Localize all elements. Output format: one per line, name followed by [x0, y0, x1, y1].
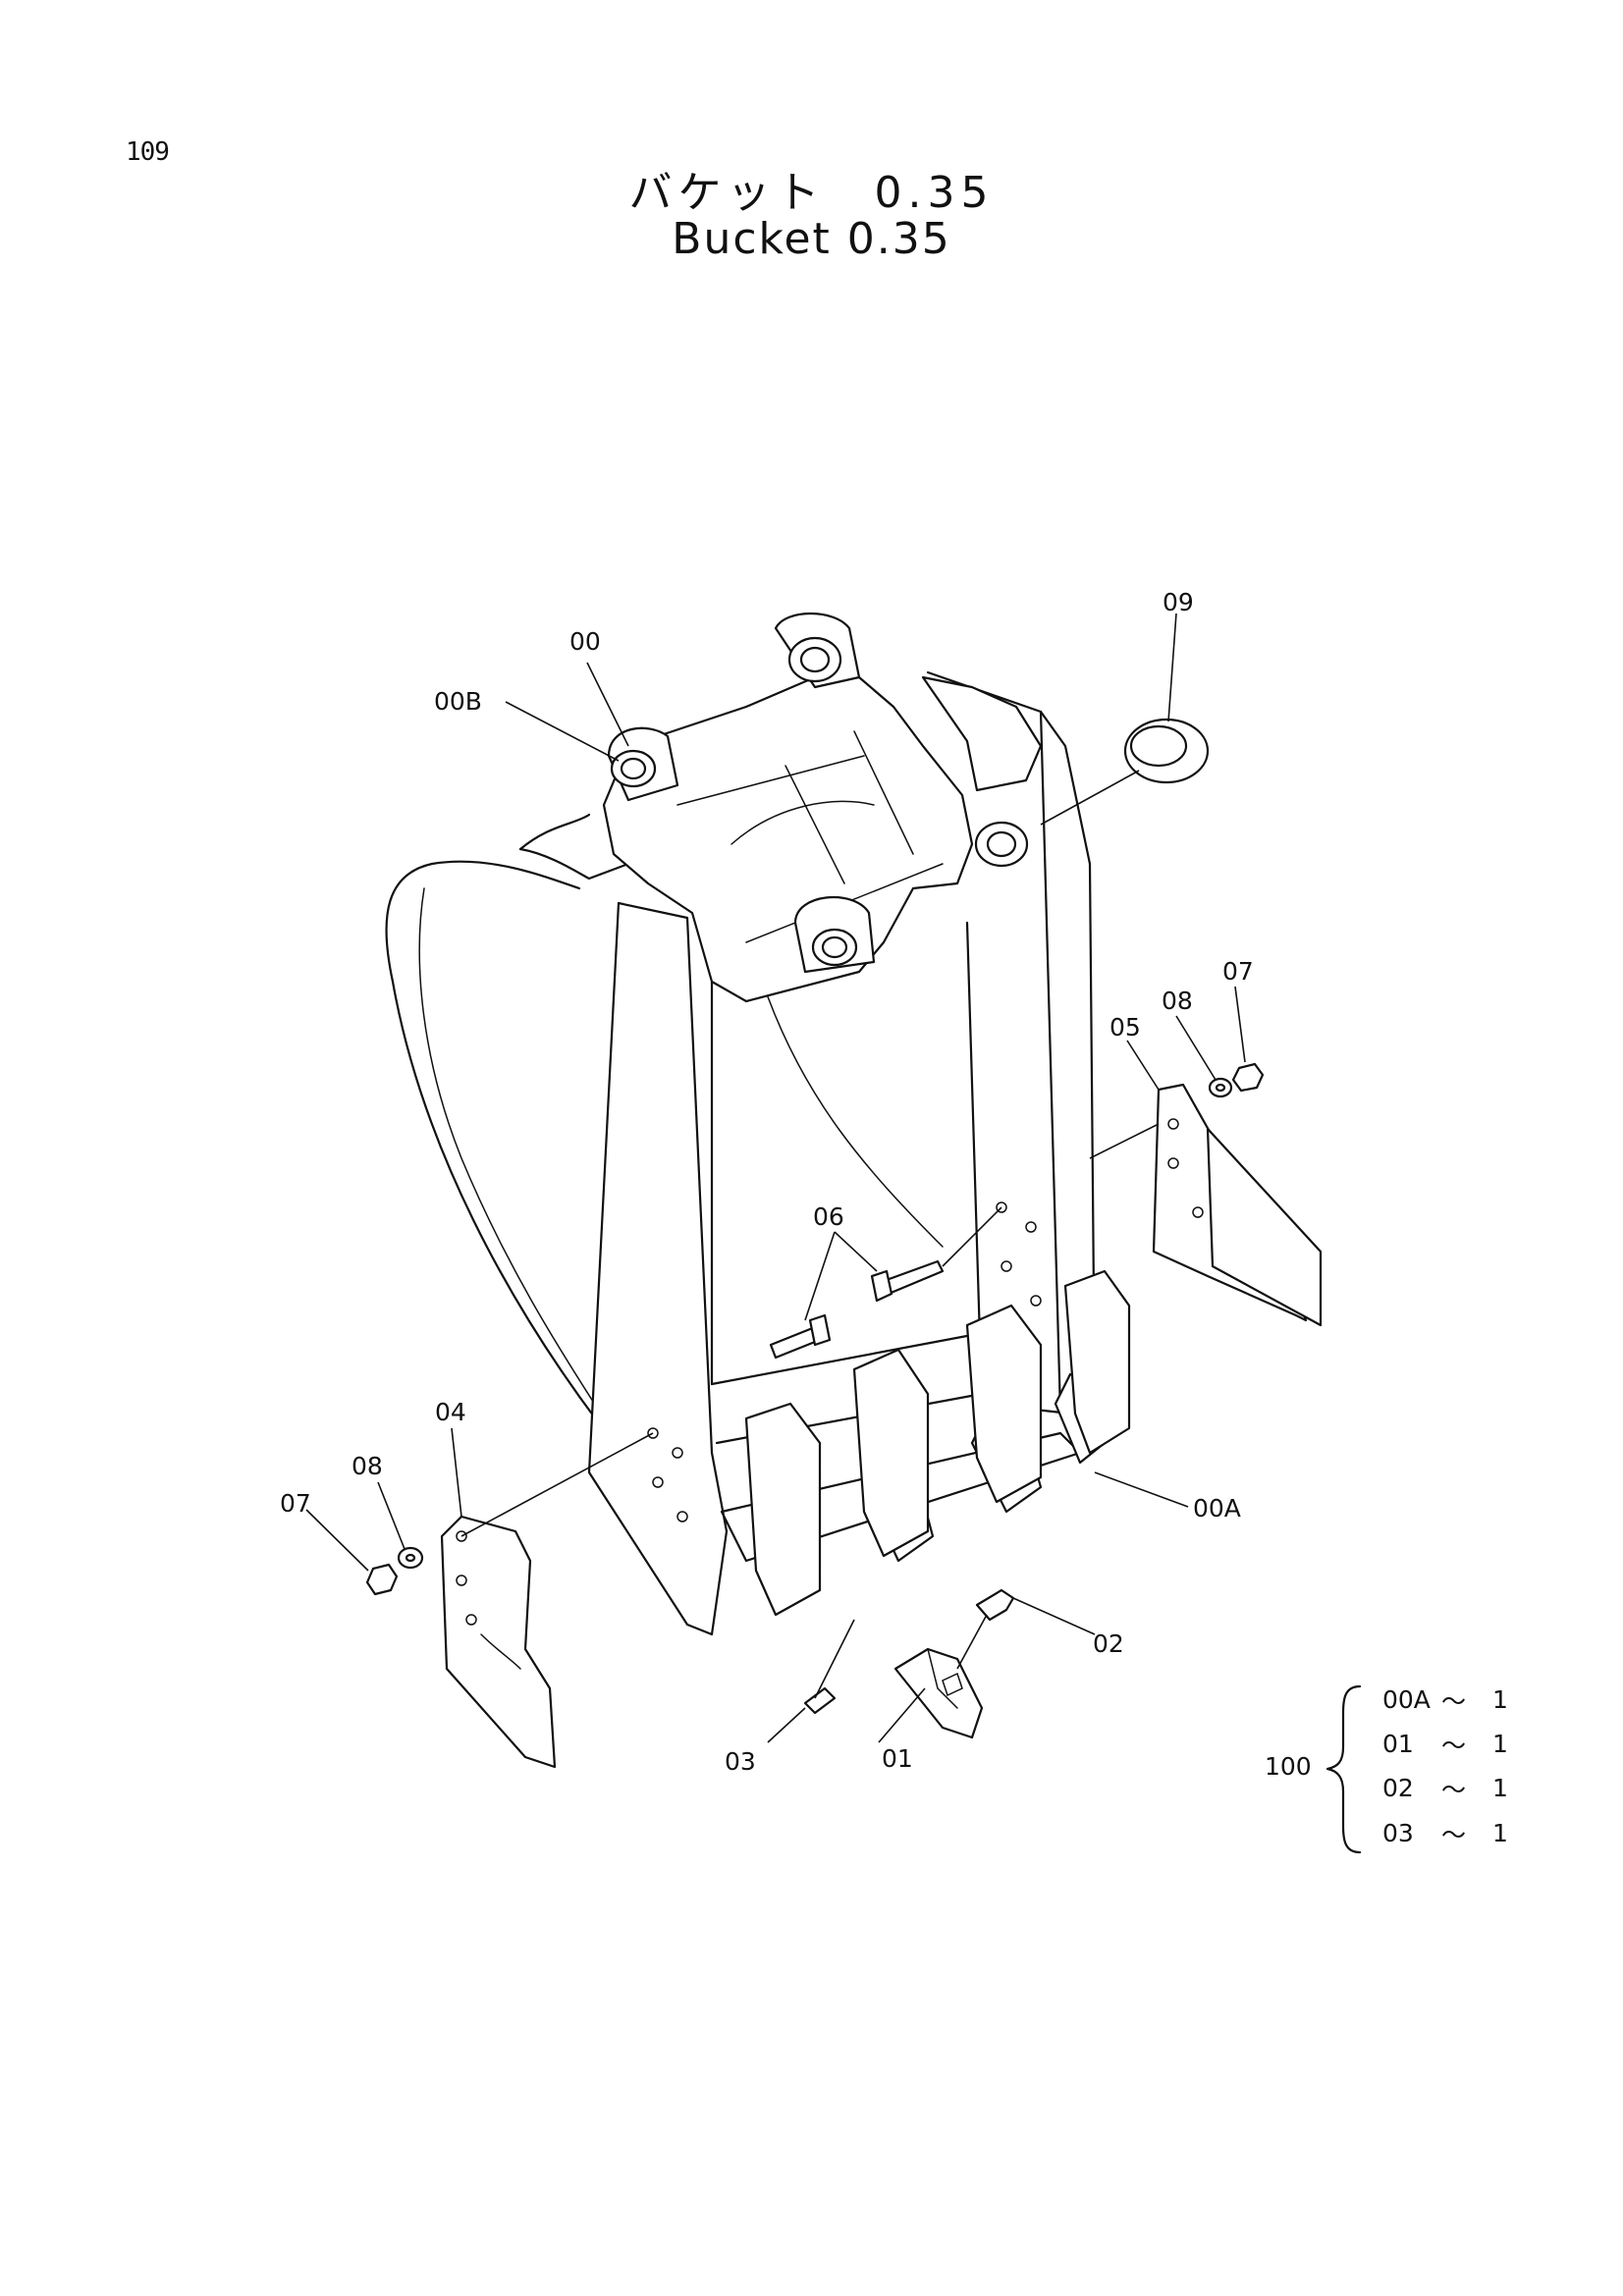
part-07-nut-left	[365, 1563, 399, 1596]
part-03-lock	[803, 1686, 837, 1715]
kit-brace	[1325, 1684, 1362, 1854]
callout-00B: 00B	[434, 687, 482, 716]
kit-item-part: 02	[1382, 1774, 1414, 1802]
part-05-side-cutter-right	[1152, 1083, 1323, 1327]
callout-01: 01	[882, 1744, 913, 1773]
kit-item-part: 03	[1382, 1819, 1414, 1847]
callout-00A: 00A	[1193, 1494, 1241, 1522]
part-07-nut-right	[1231, 1062, 1265, 1093]
callout-02: 02	[1093, 1629, 1124, 1658]
part-09-seal-ring	[1123, 718, 1210, 784]
part-08-washer-left	[397, 1546, 424, 1570]
part-08-washer-right	[1208, 1077, 1233, 1098]
kit-item-qty: 1	[1492, 1730, 1508, 1758]
part-02-pin	[975, 1588, 1015, 1622]
kit-item-qty: 1	[1492, 1774, 1508, 1802]
page-title-english: Bucket 0.35	[672, 214, 951, 264]
kit-item-part: 00A	[1382, 1685, 1431, 1714]
page-number: 109	[126, 137, 170, 167]
part-06-bolts	[769, 1259, 945, 1360]
kit-reference: 100 00A 〜 1 01 〜 1 02 〜 1 03 〜 1	[1265, 1684, 1508, 1854]
callout-07-right: 07	[1222, 957, 1254, 986]
callout-08-right: 08	[1162, 987, 1193, 1015]
kit-item-sep: 〜	[1441, 1776, 1466, 1804]
part-04-side-cutter-left	[440, 1515, 557, 1769]
kit-item-qty: 1	[1492, 1685, 1508, 1714]
kit-number: 100	[1265, 1752, 1312, 1781]
kit-item-sep: 〜	[1441, 1821, 1466, 1849]
callout-04: 04	[435, 1398, 466, 1426]
kit-item-sep: 〜	[1441, 1732, 1466, 1760]
callout-05: 05	[1109, 1013, 1141, 1041]
leader-lines	[305, 613, 1246, 1743]
kit-item-part: 01	[1382, 1730, 1414, 1758]
callout-07-left: 07	[280, 1489, 311, 1518]
kit-item-qty: 1	[1492, 1819, 1508, 1847]
callout-00: 00	[569, 627, 601, 656]
callout-08-left: 08	[352, 1452, 383, 1480]
callout-03: 03	[725, 1747, 756, 1776]
kit-item-sep: 〜	[1441, 1687, 1466, 1716]
callout-09: 09	[1163, 588, 1194, 616]
bucket-body	[385, 612, 1131, 1636]
part-01-tooth	[893, 1647, 984, 1739]
callout-06: 06	[813, 1202, 844, 1231]
page-title-japanese: バケット 0.35	[628, 168, 995, 218]
